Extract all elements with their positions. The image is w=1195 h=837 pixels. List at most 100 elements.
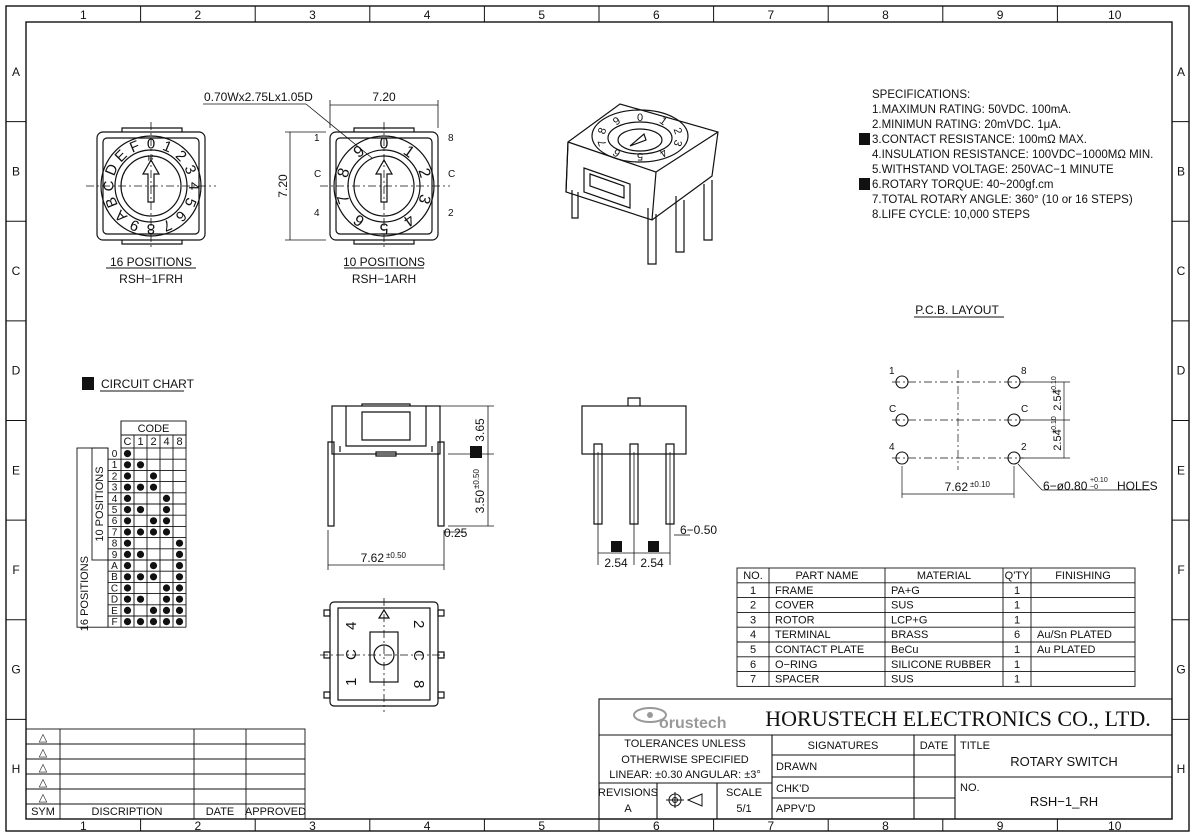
dec-pin-2: 2 <box>448 208 454 219</box>
frame-grid <box>6 6 1189 831</box>
circuit-chart-title: CIRCUIT CHART <box>101 377 195 391</box>
dec-pin-c-right: C <box>448 169 455 180</box>
circuit-dot <box>162 528 171 536</box>
revision-header: DATE <box>206 806 235 818</box>
spec-heading: SPECIFICATIONS: <box>872 89 970 101</box>
circuit-position: B <box>111 572 118 583</box>
dec-view-label: 10 POSITIONS <box>343 255 425 269</box>
circuit-position: 8 <box>112 539 118 550</box>
revision-symbol: △ <box>39 747 48 759</box>
dec-pin-8: 8 <box>448 133 454 144</box>
specifications-block: SPECIFICATIONS: 1.MAXIMUN RATING: 50VDC. … <box>859 89 1153 221</box>
circuit-dot <box>149 472 158 480</box>
pcb-layout-title: P.C.B. LAYOUT <box>915 303 999 317</box>
frame-row-right: G <box>1176 663 1185 677</box>
spec-item: 7.TOTAL ROTARY ANGLE: 360° (10 or 16 STE… <box>872 194 1133 206</box>
outer-border <box>5 5 1190 832</box>
circuit-dot <box>175 562 184 570</box>
scale-label: SCALE <box>726 787 762 799</box>
circuit-position: 2 <box>112 471 118 482</box>
circuit-dot <box>175 606 184 615</box>
circuit-dot <box>123 539 132 547</box>
pcb-holes: 6−ø0.80 <box>1043 479 1088 493</box>
circuit-position: 5 <box>112 505 118 516</box>
frame-row-right: D <box>1177 364 1186 378</box>
pcb-pin-c-left: C <box>889 404 896 415</box>
circuit-dot <box>136 506 145 514</box>
title-value: ROTARY SWITCH <box>1010 754 1118 769</box>
dial-digit: 7 <box>335 192 354 206</box>
parts-cell: Au PLATED <box>1037 644 1096 656</box>
top-view-10-positions <box>203 100 450 250</box>
frame-row-left: C <box>12 264 21 278</box>
circuit-group-16: 16 POSITIONS <box>79 556 91 631</box>
dial-digit: 1 <box>400 143 417 162</box>
frame-col-bottom: 5 <box>538 819 545 833</box>
circuit-dot <box>123 472 132 480</box>
dial-digit: 2 <box>172 147 190 165</box>
circuit-dot <box>123 595 132 603</box>
frame-col-bottom: 1 <box>80 819 87 833</box>
frame-col-top: 2 <box>195 8 202 22</box>
pcb-pin-c-right: C <box>1021 404 1028 415</box>
dial-digit: 4 <box>400 210 417 229</box>
approved-label: APPV'D <box>776 803 815 815</box>
dial-digit: 0 <box>380 136 389 153</box>
spec-marker <box>859 178 870 190</box>
dial-digit: 8 <box>335 166 354 180</box>
dial-digit: F <box>127 137 142 156</box>
dim-side-height: 3.65 <box>473 418 487 442</box>
bottom-label-c-right: C <box>410 650 427 661</box>
spec-item: 1.MAXIMUN RATING: 50VDC. 100mA. <box>872 104 1071 116</box>
svg-text:orustech: orustech <box>659 715 727 732</box>
parts-cell: 1 <box>1014 659 1020 671</box>
frame-col-top: 6 <box>653 8 660 22</box>
circuit-position: 4 <box>112 494 118 505</box>
pcb-pin-2: 2 <box>1021 442 1027 453</box>
circuit-dot <box>162 606 171 615</box>
revision-header: APPROVED <box>245 806 306 818</box>
projection-symbol <box>666 792 703 808</box>
circuit-chart-marker <box>82 377 94 390</box>
side-dim-marker <box>470 446 482 458</box>
dial-digit: 6 <box>351 210 368 229</box>
side-view <box>327 403 494 570</box>
no-label: NO. <box>960 782 980 794</box>
parts-header: MATERIAL <box>917 570 971 582</box>
dial-digit: 3 <box>671 138 684 148</box>
circuit-dot <box>123 584 132 592</box>
dim-slot: 0.70Wx2.75Lx1.05D <box>204 90 313 104</box>
bottom-label-2: 2 <box>410 620 427 628</box>
front-view <box>581 397 690 565</box>
parts-cell: 6 <box>1014 629 1020 641</box>
circuit-dot <box>149 517 158 525</box>
frame-col-bottom: 4 <box>424 819 431 833</box>
spec-item: 4.INSULATION RESISTANCE: 100VDC−1000MΩ M… <box>872 149 1153 161</box>
dim-pcb-width: 7.62 <box>945 480 969 494</box>
dial-digit: 0 <box>637 112 643 124</box>
parts-cell: SUS <box>891 600 914 612</box>
circuit-dot <box>123 573 132 581</box>
frame-col-bottom: 2 <box>195 819 202 833</box>
tolerance-line-1: TOLERANCES UNLESS <box>624 738 745 750</box>
frame-row-right: E <box>1177 463 1185 477</box>
dial-digit: 8 <box>147 220 155 237</box>
revision-header: DISCRIPTION <box>92 806 163 818</box>
circuit-dot <box>149 573 158 581</box>
top-view-16-positions <box>86 122 216 250</box>
parts-cell: COVER <box>775 600 814 612</box>
frame-col-top: 1 <box>80 8 87 22</box>
circuit-dot <box>136 573 145 581</box>
spec-item: 5.WITHSTAND VOLTAGE: 250VAC−1 MINUTE <box>872 164 1114 176</box>
revisions-value: A <box>624 803 632 815</box>
dial-digit: A <box>112 206 131 225</box>
dial-digit: 1 <box>657 115 669 128</box>
parts-cell: 1 <box>1014 600 1020 612</box>
dial-digit: B <box>102 194 122 210</box>
dim-side-offset: 0.25 <box>444 526 468 540</box>
pcb-pin-8: 8 <box>1021 366 1027 377</box>
circuit-dot <box>123 483 132 491</box>
circuit-column-header: 1 <box>137 436 143 448</box>
